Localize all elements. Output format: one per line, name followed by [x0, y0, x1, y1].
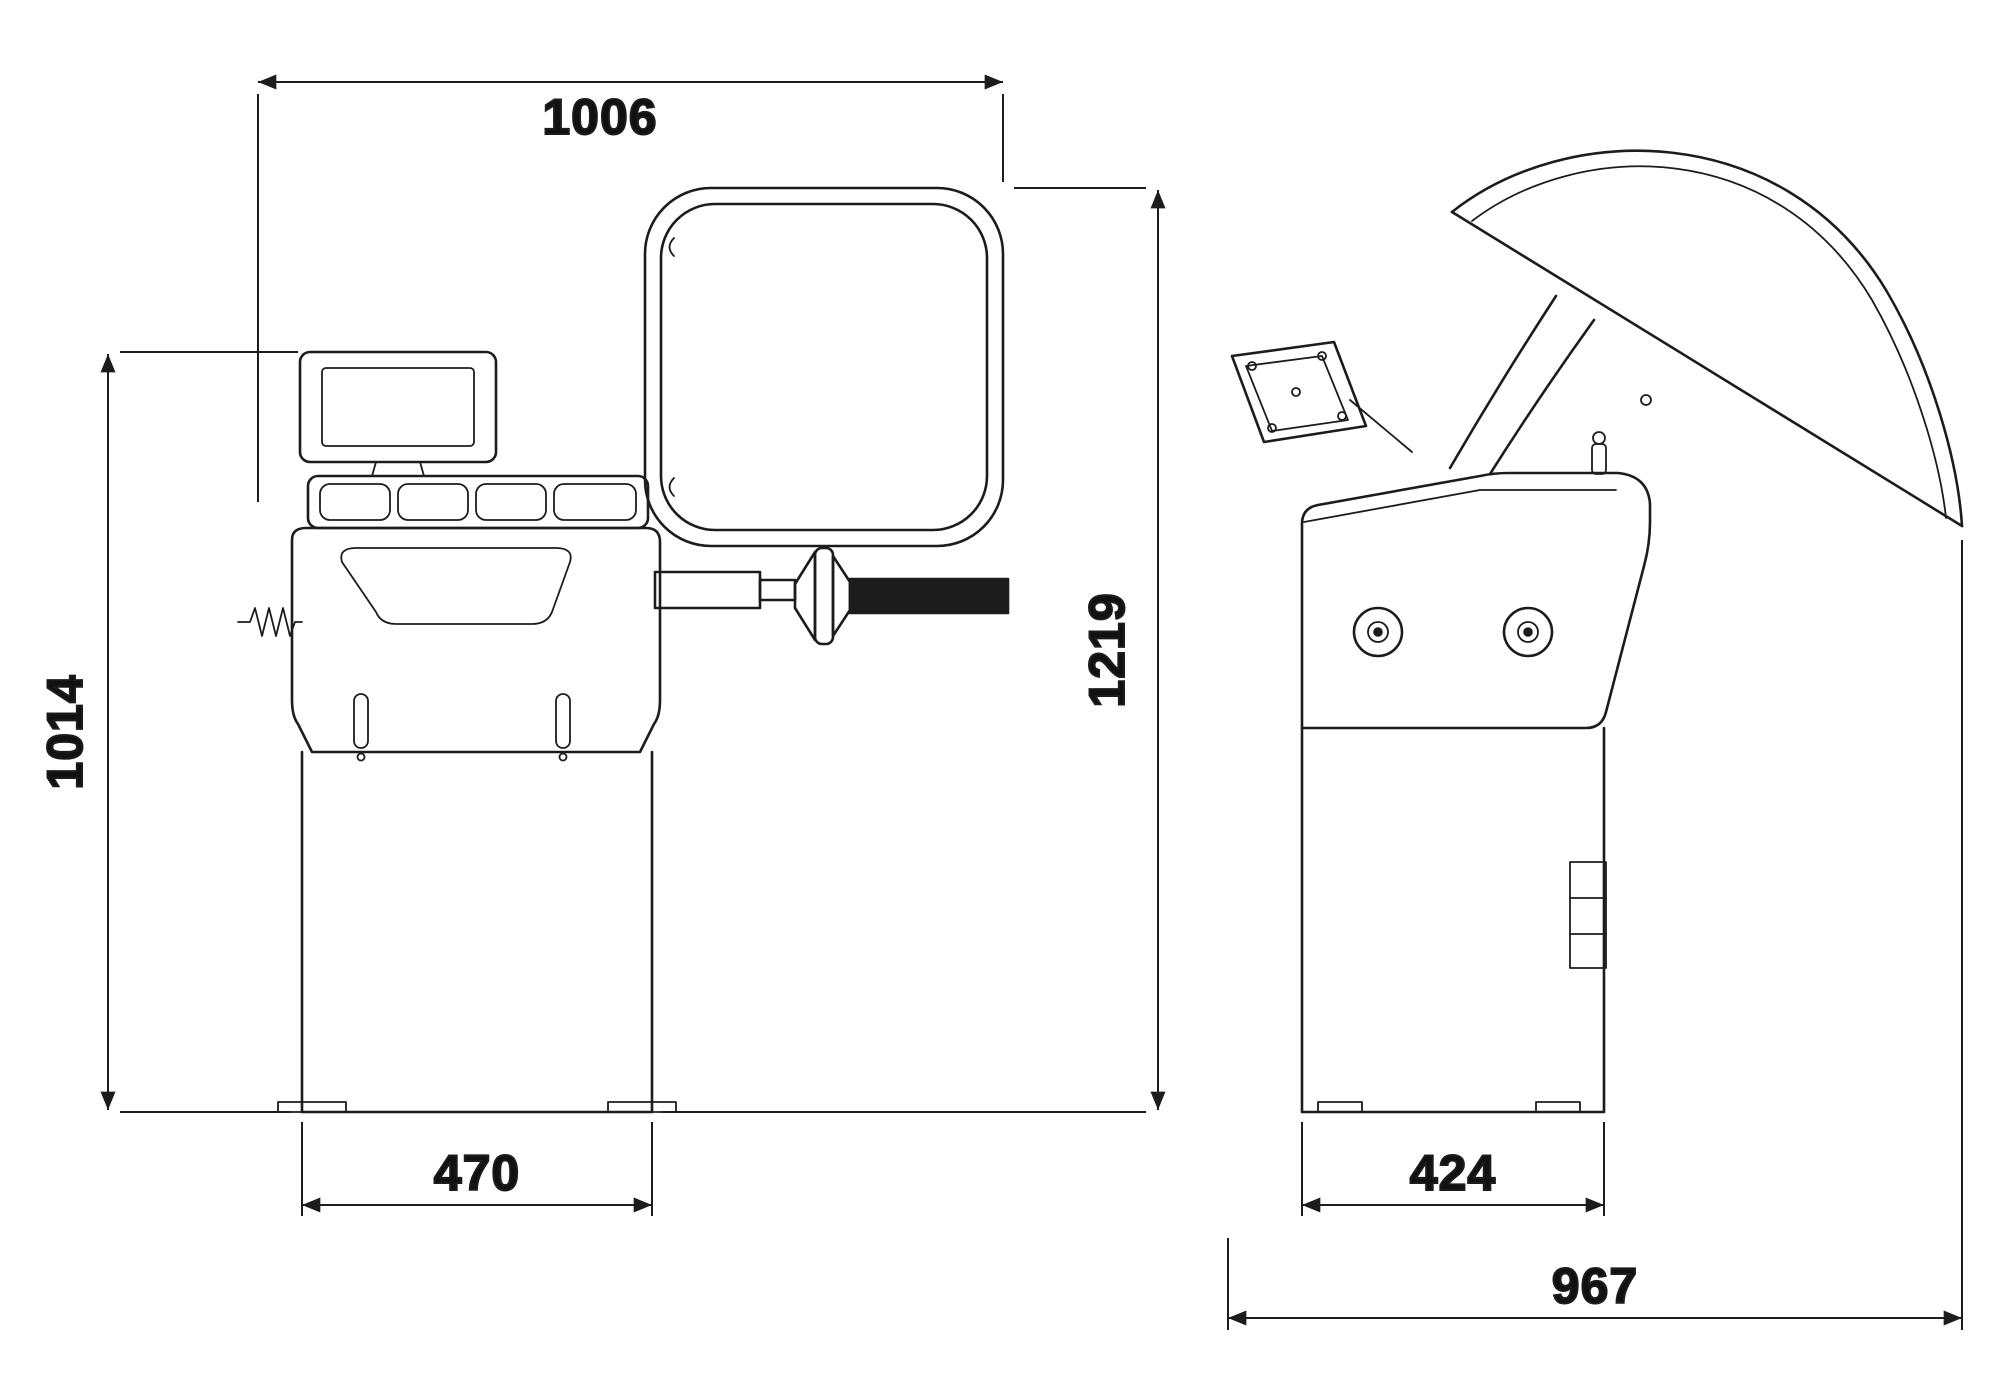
side-view [1230, 149, 1964, 1114]
display-monitor-front [298, 350, 498, 477]
dimension-left-height: 1014 [36, 351, 298, 1113]
dimension-label-top-width: 1006 [542, 89, 657, 145]
machine-body-front [290, 526, 662, 762]
dimension-label-front-base-width: 470 [434, 1145, 520, 1201]
dimension-label-side-overall-depth: 967 [1552, 1258, 1638, 1314]
wheel-guard-side [1450, 149, 1964, 528]
dimension-label-right-height: 1219 [1079, 592, 1135, 707]
balancer-shaft [653, 546, 1010, 646]
side-access-panel [1569, 861, 1607, 969]
machine-body-side [1300, 431, 1652, 730]
spring-gauge [237, 607, 303, 637]
threaded-shaft [848, 577, 1010, 615]
brake-lever [1591, 443, 1607, 475]
hood-pin-hole [1640, 394, 1652, 406]
dimension-right-height: 1219 [662, 187, 1166, 1113]
weight-tray [306, 474, 650, 530]
dimension-side-base-width: 424 [1301, 1122, 1605, 1216]
hood-arm [1448, 294, 1596, 476]
dimension-front-base-width: 470 [301, 1122, 653, 1216]
front-view [237, 186, 1010, 1114]
wheel-guard-front [643, 186, 1005, 548]
dimension-side-overall-depth: 967 [1227, 540, 1963, 1330]
dimension-label-left-height: 1014 [37, 674, 93, 789]
pedestal-front [277, 750, 677, 1114]
pedestal-side [1300, 726, 1607, 1114]
dimension-top-width: 1006 [257, 74, 1004, 502]
display-monitor-side [1230, 340, 1413, 453]
control-knobs [1352, 606, 1554, 658]
dimension-label-side-base-width: 424 [1410, 1145, 1496, 1201]
